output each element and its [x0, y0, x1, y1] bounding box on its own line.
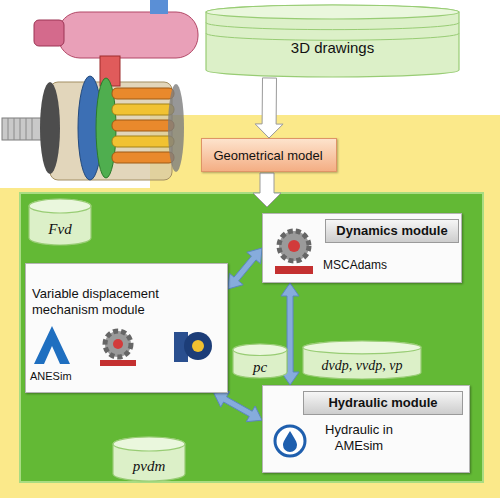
- connector: [255, 78, 283, 138]
- hydraulic-logo: [273, 424, 307, 458]
- data-store: dvdp, vvdp, vp: [302, 340, 422, 380]
- cylinder-top: [113, 437, 185, 451]
- double-arrow: [228, 248, 262, 289]
- amesim-logo: [34, 326, 70, 364]
- module-title: Hydraulic module: [303, 391, 463, 415]
- data-store: 3D drawings: [205, 4, 460, 78]
- cylinder-top: [206, 5, 459, 19]
- cylinder-body: [206, 5, 459, 77]
- box-label: Variable displacement mechanism module: [32, 286, 182, 317]
- logo-bar: [275, 266, 313, 274]
- gear-hub: [288, 240, 300, 252]
- module-title: Dynamics module: [325, 219, 459, 243]
- piston: [112, 136, 174, 147]
- adams-logo: [269, 222, 319, 278]
- part-icon: [184, 332, 212, 360]
- gear: [279, 231, 309, 261]
- cylinder-body: [303, 341, 421, 379]
- shaft: [2, 118, 44, 140]
- cylinder-ring: [206, 23, 459, 30]
- pump-illustration: [2, 0, 198, 180]
- valve-plate: [168, 84, 184, 172]
- shaft-spline: [8, 118, 32, 140]
- green-panel: [20, 193, 483, 482]
- software-logos: [32, 324, 222, 368]
- block-arrow: [253, 173, 281, 207]
- servo-housing: [58, 12, 198, 58]
- cylinder-body: [233, 344, 287, 378]
- flange: [40, 82, 60, 174]
- piston: [112, 120, 174, 131]
- data-store: pvdm: [112, 436, 186, 482]
- double-arrow: [214, 392, 262, 422]
- cylinder-top: [29, 199, 91, 213]
- box-label: Hydraulic in AMEsim: [311, 422, 407, 453]
- connector: [228, 248, 262, 289]
- module-box: Hydraulic moduleHydraulic in AMEsim: [262, 385, 470, 473]
- piston: [112, 88, 174, 99]
- module-box: Variable displacement mechanism moduleAN…: [25, 263, 228, 393]
- box-label: ANESim: [30, 370, 100, 383]
- connector: [214, 392, 262, 422]
- logo-bar: [100, 360, 136, 366]
- piston: [112, 104, 174, 115]
- drop: [283, 431, 297, 452]
- box-label: Geometrical model: [202, 148, 334, 164]
- housing-cap: [34, 20, 64, 46]
- fitting: [150, 0, 168, 14]
- cylinder-body: [29, 199, 91, 245]
- piston: [112, 152, 174, 163]
- data-store: Fvd: [28, 198, 92, 246]
- variable-label: pvdm: [112, 457, 186, 475]
- cylinder-top: [233, 344, 287, 356]
- part-icon: [192, 340, 204, 352]
- variable-label: Fvd: [28, 220, 92, 238]
- block-arrow: [255, 78, 283, 138]
- cylinder-top: [303, 341, 421, 354]
- variable-label: pc: [232, 358, 288, 376]
- logo-ring: [275, 426, 305, 456]
- variable-label: dvdp, vvdp, vp: [302, 358, 422, 375]
- box-label: MSCAdams: [323, 258, 413, 272]
- adams-gear: [105, 331, 131, 357]
- process-box: Geometrical model: [201, 138, 337, 172]
- store-label: 3D drawings: [205, 39, 460, 57]
- module-box: Dynamics moduleMSCAdams: [262, 213, 462, 283]
- data-store: pc: [232, 343, 288, 379]
- cylinder-body: [113, 437, 185, 481]
- gear-hub: [113, 339, 123, 349]
